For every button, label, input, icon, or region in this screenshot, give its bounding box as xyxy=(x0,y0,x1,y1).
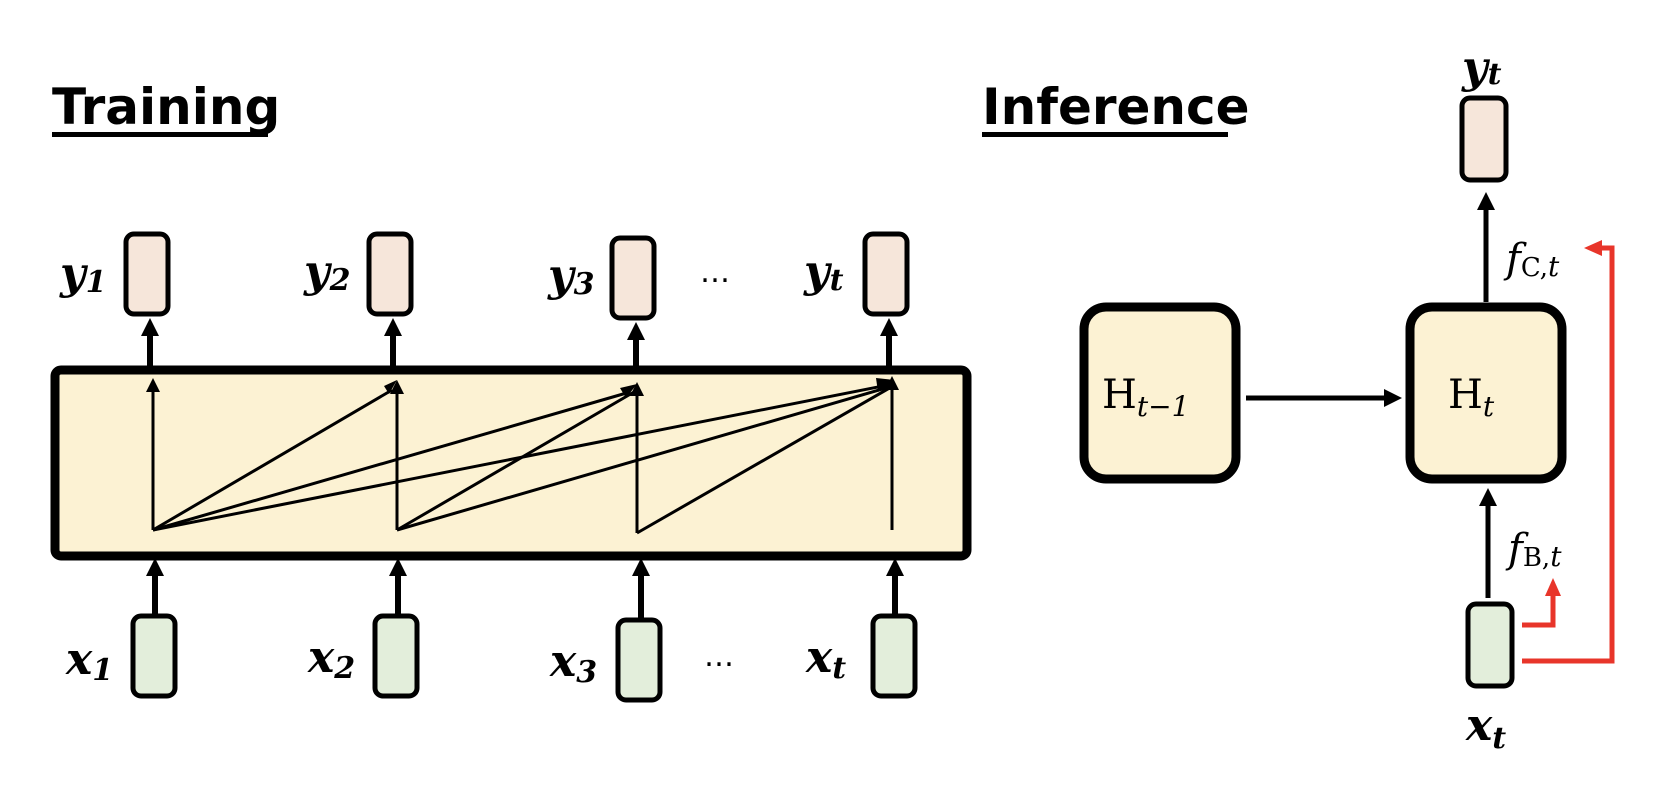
red-arrow-left-icon xyxy=(1584,240,1602,256)
arrowhead-icon xyxy=(876,378,894,392)
inference-title-underline xyxy=(982,132,1228,137)
output-box-y2 xyxy=(366,231,414,317)
input-box-x2 xyxy=(372,613,420,699)
curr-state-label: Ht xyxy=(1448,372,1495,423)
inference-output-node: yt xyxy=(1459,42,1509,302)
output-box-yt xyxy=(862,231,910,317)
inference-output-box xyxy=(1459,95,1509,183)
arrowhead-icon xyxy=(885,376,899,390)
arrow-up-icon xyxy=(146,558,164,576)
red-arrow-up-icon xyxy=(1545,578,1561,596)
label-xt: xt xyxy=(805,632,846,686)
arrow-up-icon xyxy=(886,558,904,576)
label-y1: y1 xyxy=(59,248,106,300)
output-node-3: y3 xyxy=(547,235,657,366)
inference-input-label: xt xyxy=(1465,700,1506,756)
arrow-up-icon xyxy=(1479,488,1497,506)
inference-output-label: yt xyxy=(1461,42,1502,93)
label-x1: x1 xyxy=(65,634,113,688)
inference-input-box xyxy=(1465,601,1515,689)
arrowhead-icon xyxy=(620,384,637,398)
output-box-y1 xyxy=(123,231,171,317)
arrow-up-icon xyxy=(384,318,402,336)
curr-state-box xyxy=(1405,302,1567,484)
arrow-1-to-3 xyxy=(152,390,631,532)
attention-arrowheads xyxy=(146,376,899,398)
label-y2: y2 xyxy=(303,246,350,298)
inference-title: Inference xyxy=(982,78,1250,136)
output-node-1: y1 xyxy=(59,231,171,366)
f-b-label: fB,t xyxy=(1505,526,1562,573)
output-node-2: y2 xyxy=(303,231,414,366)
arrow-up-icon xyxy=(632,558,650,576)
arrow-right-icon xyxy=(1384,389,1402,407)
curr-state-node: Ht xyxy=(1405,302,1567,484)
training-outputs: y1 y2 y3 … yt xyxy=(59,231,910,366)
input-box-x3 xyxy=(615,617,663,703)
training-title: Training xyxy=(52,78,280,136)
arrow-2-to-t xyxy=(396,384,894,532)
attention-arrows xyxy=(151,382,894,535)
arrow-up-icon xyxy=(141,318,159,336)
output-ellipsis: … xyxy=(700,255,730,290)
arrow-up-icon xyxy=(880,318,898,336)
arrow-2-to-3 xyxy=(396,390,635,532)
training-inputs: x1 x2 x3 … xt xyxy=(65,558,918,703)
prev-state-label: Ht−1 xyxy=(1102,372,1189,423)
input-node-t: xt xyxy=(805,558,918,699)
input-node-2: x2 xyxy=(307,558,420,699)
training-title-underline xyxy=(52,132,268,137)
label-y3: y3 xyxy=(547,250,594,302)
arrow-up-icon xyxy=(1477,192,1495,210)
input-node-1: x1 xyxy=(65,558,178,699)
arrow-up-icon xyxy=(389,558,407,576)
arrowhead-icon xyxy=(390,380,404,394)
inference-input-node: xt xyxy=(1465,488,1515,756)
f-c-label: fC,t xyxy=(1503,236,1560,283)
prev-state-node: Ht−1 xyxy=(1079,302,1241,484)
input-ellipsis: … xyxy=(704,639,734,674)
label-x3: x3 xyxy=(549,636,597,690)
feedback-arrow-to-f-b xyxy=(1522,596,1556,628)
input-node-3: x3 xyxy=(549,558,663,703)
arrowhead-icon xyxy=(146,378,160,392)
output-box-y3 xyxy=(609,235,657,321)
label-x2: x2 xyxy=(307,632,355,686)
arrow-up-icon xyxy=(627,322,645,340)
feedback-arrow-to-f-c xyxy=(1522,245,1615,664)
input-box-xt xyxy=(870,613,918,699)
feedback-arrows xyxy=(1522,245,1615,664)
label-yt: yt xyxy=(803,246,844,298)
output-node-t: yt xyxy=(803,231,910,366)
inference-section: Inference Ht−1 Ht yt fC,t xt xyxy=(982,42,1615,756)
arrowhead-icon xyxy=(384,380,397,394)
arrow-3-to-t xyxy=(636,384,894,535)
arrowhead-icon xyxy=(630,382,644,396)
training-section: Training xyxy=(50,78,972,703)
arrow-1-to-2 xyxy=(152,388,393,532)
input-box-x1 xyxy=(130,613,178,699)
prev-state-box xyxy=(1079,302,1241,484)
